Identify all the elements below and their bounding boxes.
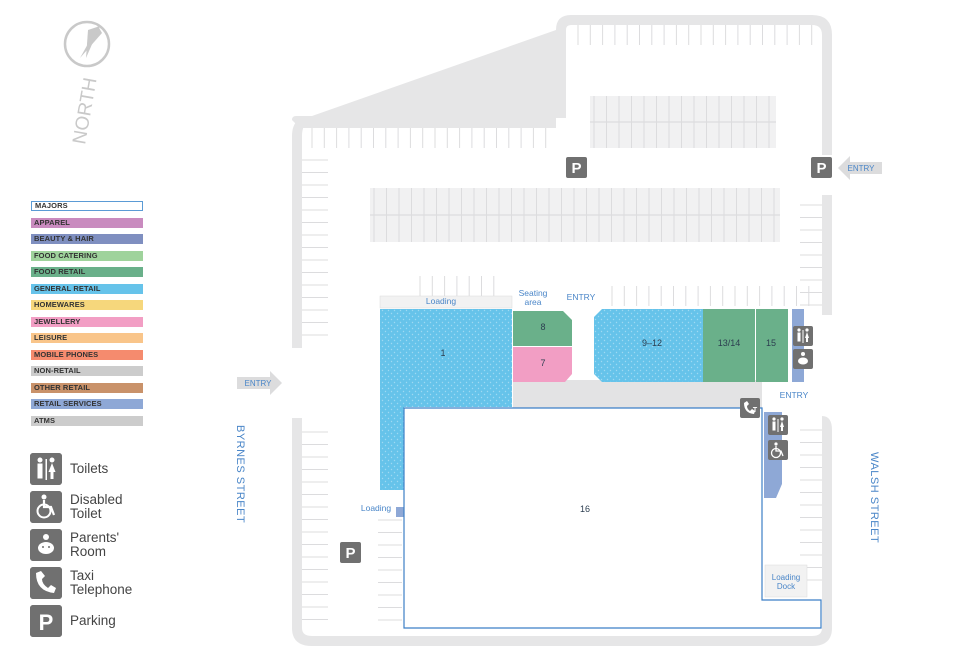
- parking-icon[interactable]: P: [811, 157, 832, 178]
- legend-item-general-retail: GENERAL RETAIL: [31, 283, 143, 294]
- shop-1-label: 1: [440, 348, 445, 358]
- disabled-toilet-icon[interactable]: [768, 440, 788, 460]
- shop-13-14-label: 13/14: [718, 338, 741, 348]
- shop-7[interactable]: 7: [513, 347, 572, 382]
- legend-item-food-catering: FOOD CATERING: [31, 250, 143, 261]
- entry-arrow-west[interactable]: ENTRY: [237, 371, 282, 395]
- entry-label-east: ENTRY: [780, 390, 809, 400]
- key-disabled-toilet-label: Disabled Toilet: [70, 492, 123, 521]
- key-parking-label: Parking: [70, 613, 116, 628]
- seating-area-label-2: area: [524, 297, 541, 307]
- car-park-roads: [292, 15, 832, 646]
- compass-circle-icon: [63, 20, 111, 68]
- entry-arrow-east[interactable]: ENTRY: [838, 156, 882, 180]
- svg-text:T: T: [49, 573, 55, 584]
- loading-dock-label-1: Loading: [772, 573, 800, 582]
- parking-icon: P: [30, 605, 62, 637]
- legend-item-atms: ATMS: [31, 415, 143, 426]
- entry-label-mall: ENTRY: [567, 292, 596, 302]
- loading-dock-label-2: Dock: [777, 582, 796, 591]
- key-toilets-label: Toilets: [70, 461, 109, 476]
- svg-text:P: P: [39, 610, 54, 635]
- key-taxi-telephone-label: Taxi Telephone: [70, 568, 133, 597]
- taxi-telephone-icon: T: [30, 567, 62, 599]
- loading-label-north: Loading: [426, 296, 457, 306]
- taxi-telephone-icon[interactable]: T: [740, 398, 760, 418]
- parking-bay-lines: [302, 25, 822, 621]
- legend-item-other-retail: OTHER RETAIL: [31, 382, 143, 393]
- legend-item-homewares: HOMEWARES: [31, 300, 143, 310]
- shop-8[interactable]: 8: [513, 311, 572, 346]
- shop-16-major[interactable]: 16: [403, 407, 822, 629]
- legend-item-retail-services: RETAIL SERVICES: [31, 399, 143, 409]
- legend-item-non-retail: NON-RETAIL: [31, 366, 143, 376]
- legend-item-jewellery: JEWELLERY: [31, 316, 143, 327]
- mall-walkway: [513, 380, 762, 410]
- legend-item-majors: MAJORS: [31, 201, 143, 211]
- parking-icon[interactable]: P: [566, 157, 587, 178]
- shop-16-label: 16: [580, 504, 590, 514]
- east-road-upper: [822, 195, 832, 315]
- legend-item-beauty-hair: BEAUTY & HAIR: [31, 234, 143, 244]
- parents-room-icon: [30, 529, 62, 561]
- north-road: [292, 15, 832, 348]
- category-legend: MAJORS APPAREL BEAUTY & HAIR FOOD CATERING F…: [31, 201, 143, 432]
- loading-area-north: [379, 295, 513, 309]
- toilets-icon[interactable]: [768, 415, 788, 435]
- north-compass: NORTH: [63, 20, 111, 146]
- parents-room-icon[interactable]: [793, 349, 813, 369]
- parking-icon[interactable]: P: [340, 542, 361, 563]
- shop-7-label: 7: [540, 358, 545, 368]
- key-parents-room: Parents' Room: [30, 529, 150, 561]
- svg-text:T: T: [753, 407, 758, 414]
- street-east: WALSH STREET: [868, 452, 880, 543]
- shop-1[interactable]: 1: [380, 309, 512, 490]
- loading-dock-area: [764, 564, 808, 598]
- key-parking: P Parking: [30, 605, 150, 637]
- toilets-icon[interactable]: [793, 326, 813, 346]
- legend-item-apparel: APPAREL: [31, 217, 143, 228]
- entry-label-north-east: ENTRY: [848, 164, 876, 173]
- shop-15-label: 15: [766, 338, 776, 348]
- retail-services-west: [396, 507, 404, 517]
- shop-9-12[interactable]: 9–12: [594, 309, 703, 382]
- key-taxi-telephone: T Taxi Telephone: [30, 567, 150, 599]
- legend-item-leisure: LEISURE: [31, 333, 143, 343]
- key-parents-room-label: Parents' Room: [70, 530, 120, 559]
- seating-area-label-1: Seating: [519, 288, 548, 298]
- svg-text:P: P: [345, 545, 355, 562]
- shop-15[interactable]: 15: [756, 309, 788, 382]
- toilets-icon: [30, 453, 62, 485]
- svg-text:P: P: [816, 160, 826, 177]
- key-toilets: Toilets: [30, 453, 150, 485]
- legend-item-food-retail: FOOD RETAIL: [31, 267, 143, 277]
- svg-text:P: P: [571, 160, 581, 177]
- key-disabled-toilet: Disabled Toilet: [30, 491, 150, 523]
- entry-label-west: ENTRY: [245, 379, 273, 388]
- loading-label-west: Loading: [361, 503, 392, 513]
- compass-label: NORTH: [69, 76, 101, 146]
- shop-9-12-label: 9–12: [642, 338, 662, 348]
- legend-item-mobile-phones: MOBILE PHONES: [31, 349, 143, 360]
- shop-8-label: 8: [540, 322, 545, 332]
- street-west: BYRNES STREET: [234, 425, 246, 523]
- disabled-toilet-icon: [30, 491, 62, 523]
- shop-13-14[interactable]: 13/14: [703, 309, 755, 382]
